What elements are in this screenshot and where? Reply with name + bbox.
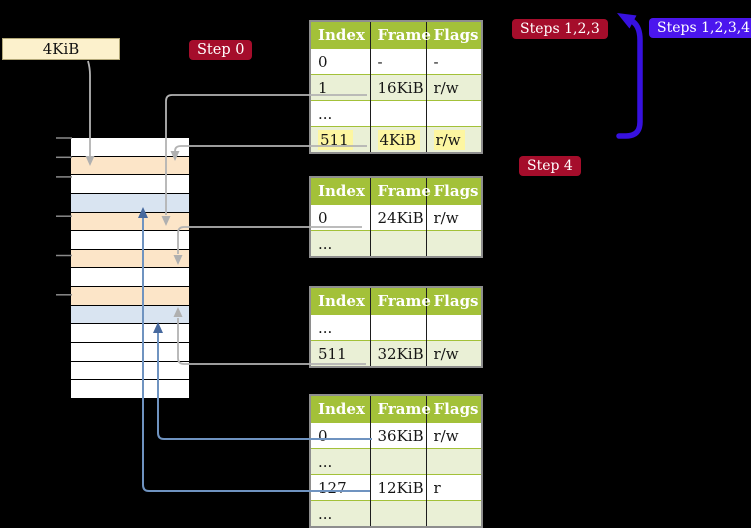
column-header-flags: Flags bbox=[426, 287, 482, 315]
cell-frame: 12KiB bbox=[370, 474, 427, 501]
highlighted-value: r/w bbox=[433, 129, 465, 150]
table-row: 1 16KiB r/w bbox=[310, 74, 482, 101]
memory-frame-row-5 bbox=[70, 230, 190, 250]
cell-frame bbox=[370, 100, 427, 127]
cell-index: 511 bbox=[310, 126, 371, 153]
memory-frame-row-2 bbox=[70, 174, 190, 194]
memory-frame-row-11 bbox=[70, 342, 190, 362]
badge-step-4: Step 4 bbox=[519, 156, 581, 176]
table-header-row: Index Frame Flags bbox=[310, 177, 482, 205]
cell-frame: 16KiB bbox=[370, 74, 427, 101]
highlighted-value: 4KiB bbox=[377, 129, 421, 150]
cell-flags: r/w bbox=[426, 340, 482, 367]
column-header-flags: Flags bbox=[426, 177, 482, 205]
cell-flags bbox=[426, 314, 482, 341]
cell-index: 511 bbox=[310, 340, 371, 367]
recursive-loop-arrowhead bbox=[617, 13, 637, 29]
table-row-recursive-entry: 511 4KiB r/w bbox=[310, 126, 482, 153]
memory-frame-row-9 bbox=[70, 304, 190, 325]
table-header-row: Index Frame Flags bbox=[310, 287, 482, 315]
cell-frame: 24KiB bbox=[370, 204, 427, 231]
cell-index: 127 bbox=[310, 474, 371, 501]
cell-frame: 4KiB bbox=[370, 126, 427, 153]
column-header-frame: Frame bbox=[370, 177, 431, 205]
cell-frame bbox=[370, 230, 427, 257]
page-table-level-4: Index Frame Flags 0 - - 1 16KiB r/w ... bbox=[309, 20, 483, 154]
cell-frame bbox=[370, 314, 427, 341]
table-row: 127 12KiB r bbox=[310, 474, 482, 501]
physical-memory-column bbox=[70, 137, 190, 399]
cell-flags bbox=[426, 448, 482, 475]
memory-frame-row-4 bbox=[70, 211, 190, 232]
table-row: 0 24KiB r/w bbox=[310, 204, 482, 231]
memory-frame-row-13 bbox=[70, 379, 190, 399]
frame-size-label: 4KiB bbox=[2, 38, 120, 60]
table-header-row: Index Frame Flags bbox=[310, 21, 482, 49]
memory-frame-row-10 bbox=[70, 323, 190, 344]
cell-flags: r bbox=[426, 474, 482, 501]
badge-steps-1-2-3: Steps 1,2,3 bbox=[512, 19, 608, 39]
table-row: 0 36KiB r/w bbox=[310, 422, 482, 449]
cell-index: ... bbox=[310, 500, 371, 527]
cell-index: ... bbox=[310, 448, 371, 475]
cell-frame: 36KiB bbox=[370, 422, 427, 449]
cell-index: 0 bbox=[310, 48, 371, 75]
column-header-flags: Flags bbox=[426, 21, 482, 49]
cell-index: 0 bbox=[310, 422, 371, 449]
cell-flags bbox=[426, 230, 482, 257]
cell-frame: - bbox=[370, 48, 427, 75]
table-row: 511 32KiB r/w bbox=[310, 340, 482, 367]
column-header-flags: Flags bbox=[426, 395, 482, 423]
memory-frame-row-12 bbox=[70, 360, 190, 381]
column-header-index: Index bbox=[310, 395, 371, 423]
table-row: ... bbox=[310, 230, 482, 257]
cell-frame bbox=[370, 448, 427, 475]
table-row: ... bbox=[310, 448, 482, 475]
memory-frame-row-3 bbox=[70, 192, 190, 213]
cell-flags bbox=[426, 100, 482, 127]
highlighted-value: 511 bbox=[318, 129, 353, 150]
cell-frame: 32KiB bbox=[370, 340, 427, 367]
memory-frame-row-1 bbox=[70, 155, 190, 176]
memory-frame-row-6 bbox=[70, 248, 190, 269]
cell-frame bbox=[370, 500, 427, 527]
cell-flags: r/w bbox=[426, 74, 482, 101]
column-header-index: Index bbox=[310, 21, 371, 49]
cell-index: ... bbox=[310, 230, 371, 257]
cell-flags: - bbox=[426, 48, 482, 75]
table-header-row: Index Frame Flags bbox=[310, 395, 482, 423]
recursive-loop-arrow bbox=[616, 18, 643, 139]
cell-index: 1 bbox=[310, 74, 371, 101]
column-header-index: Index bbox=[310, 177, 371, 205]
table-row: ... bbox=[310, 500, 482, 527]
page-table-level-3: Index Frame Flags 0 24KiB r/w ... bbox=[309, 176, 483, 258]
cell-index: ... bbox=[310, 100, 371, 127]
page-table-level-1: Index Frame Flags 0 36KiB r/w ... 127 12… bbox=[309, 394, 483, 528]
badge-step-0: Step 0 bbox=[189, 40, 253, 60]
cell-flags: r/w bbox=[426, 422, 482, 449]
column-header-index: Index bbox=[310, 287, 371, 315]
page-table-level-2: Index Frame Flags ... 511 32KiB r/w bbox=[309, 286, 483, 368]
cell-flags: r/w bbox=[426, 126, 482, 153]
column-header-frame: Frame bbox=[370, 287, 431, 315]
table-row: ... bbox=[310, 314, 482, 341]
memory-frame-row-0 bbox=[70, 137, 190, 157]
table-row: 0 - - bbox=[310, 48, 482, 75]
cell-index: ... bbox=[310, 314, 371, 341]
column-header-frame: Frame bbox=[370, 21, 431, 49]
memory-frame-row-7 bbox=[70, 267, 190, 288]
cell-index: 0 bbox=[310, 204, 371, 231]
badge-steps-1-2-3-4: Steps 1,2,3,4 bbox=[649, 18, 751, 38]
cell-flags bbox=[426, 500, 482, 527]
memory-frame-row-8 bbox=[70, 286, 190, 306]
column-header-frame: Frame bbox=[370, 395, 431, 423]
table-row: ... bbox=[310, 100, 482, 127]
cell-flags: r/w bbox=[426, 204, 482, 231]
